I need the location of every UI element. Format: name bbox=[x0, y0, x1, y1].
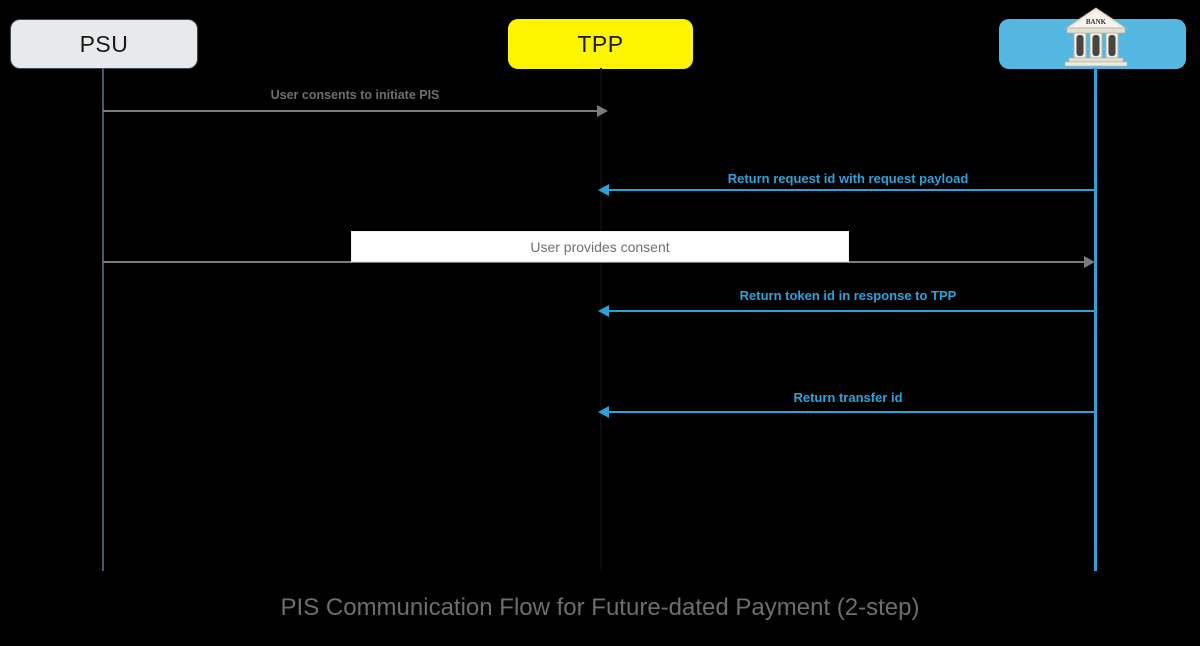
actor-box-bank[interactable] bbox=[999, 19, 1186, 69]
message-line-5 bbox=[609, 411, 1095, 413]
arrow-head-left-2 bbox=[598, 184, 609, 196]
message-line-3 bbox=[103, 261, 1087, 263]
diagram-caption: PIS Communication Flow for Future-dated … bbox=[280, 594, 920, 621]
arrow-head-right-1 bbox=[597, 105, 608, 117]
message-line-4 bbox=[609, 310, 1095, 312]
message-line-2 bbox=[609, 189, 1095, 191]
message-line-1 bbox=[103, 110, 600, 112]
message-label-return-request-id-with-request-payload: Return request id with request payload bbox=[727, 171, 969, 186]
message-label-return-token-id-in-response-to-tpp: Return token id in response to TPP bbox=[739, 288, 957, 303]
arrow-head-left-5 bbox=[598, 406, 609, 418]
activation-box-user-provides-consent[interactable]: User provides consent bbox=[351, 231, 849, 262]
actor-box-psu[interactable]: PSU bbox=[10, 19, 198, 69]
lifeline-bank bbox=[1094, 68, 1097, 571]
actor-label-psu: PSU bbox=[79, 30, 129, 57]
actor-box-tpp[interactable]: TPP bbox=[508, 19, 693, 69]
message-label-user-consents-to-initiate-pis: User consents to initiate PIS bbox=[270, 88, 440, 102]
actor-label-tpp: TPP bbox=[577, 30, 624, 57]
message-label-return-transfer-id: Return transfer id bbox=[793, 390, 903, 405]
lifeline-tpp bbox=[600, 68, 602, 571]
activation-box-label: User provides consent bbox=[530, 238, 670, 255]
arrow-head-left-4 bbox=[598, 305, 609, 317]
lifeline-psu bbox=[102, 68, 104, 571]
arrow-head-right-3 bbox=[1084, 256, 1095, 268]
